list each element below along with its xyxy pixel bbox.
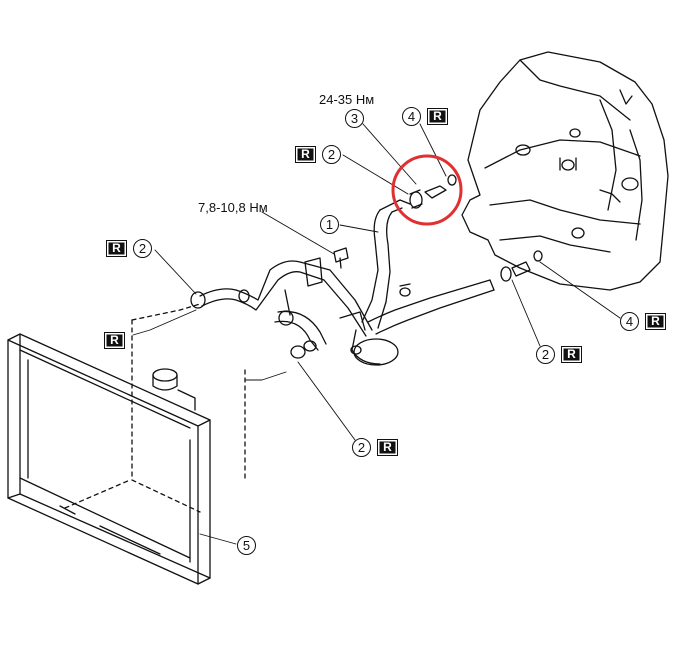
fittings bbox=[190, 174, 543, 359]
replace-mark: R bbox=[645, 313, 666, 330]
callout-5-number: 5 bbox=[237, 536, 256, 555]
callout-4-right: 4 R bbox=[620, 312, 666, 331]
callout-2-left: R 2 bbox=[106, 239, 152, 258]
callout-2-upper-number: 2 bbox=[322, 145, 341, 164]
replace-mark: R bbox=[104, 332, 125, 349]
callout-4-top: 4 R bbox=[402, 107, 448, 126]
radiator bbox=[7, 303, 246, 585]
callout-4-right-number: 4 bbox=[620, 312, 639, 331]
replace-mark: R bbox=[427, 108, 448, 125]
callout-2-right-number: 2 bbox=[536, 345, 555, 364]
callout-3-number: 3 bbox=[345, 109, 364, 128]
callout-1: 1 bbox=[320, 215, 339, 234]
transmission-housing bbox=[461, 51, 669, 291]
replace-mark: R bbox=[295, 146, 316, 163]
callout-4-top-number: 4 bbox=[402, 107, 421, 126]
torque-label-fitting: 24-35 Нм bbox=[319, 92, 375, 107]
callout-r-left: R bbox=[104, 331, 125, 349]
callout-2-lower-number: 2 bbox=[352, 438, 371, 457]
callout-2-left-number: 2 bbox=[133, 239, 152, 258]
replace-mark: R bbox=[106, 240, 127, 257]
cooler-pipes bbox=[199, 199, 495, 366]
callout-3: 3 bbox=[345, 109, 364, 128]
callout-5: 5 bbox=[237, 536, 256, 555]
highlight-circle bbox=[391, 154, 463, 226]
leader-lines bbox=[132, 123, 621, 545]
replace-mark: R bbox=[377, 439, 398, 456]
callout-2-lower: 2 R bbox=[352, 438, 398, 457]
callout-2-right: 2 R bbox=[536, 345, 582, 364]
replace-mark: R bbox=[561, 346, 582, 363]
torque-label-bolt: 7,8-10,8 Нм bbox=[198, 200, 268, 215]
callout-1-number: 1 bbox=[320, 215, 339, 234]
callout-2-upper: R 2 bbox=[295, 145, 341, 164]
